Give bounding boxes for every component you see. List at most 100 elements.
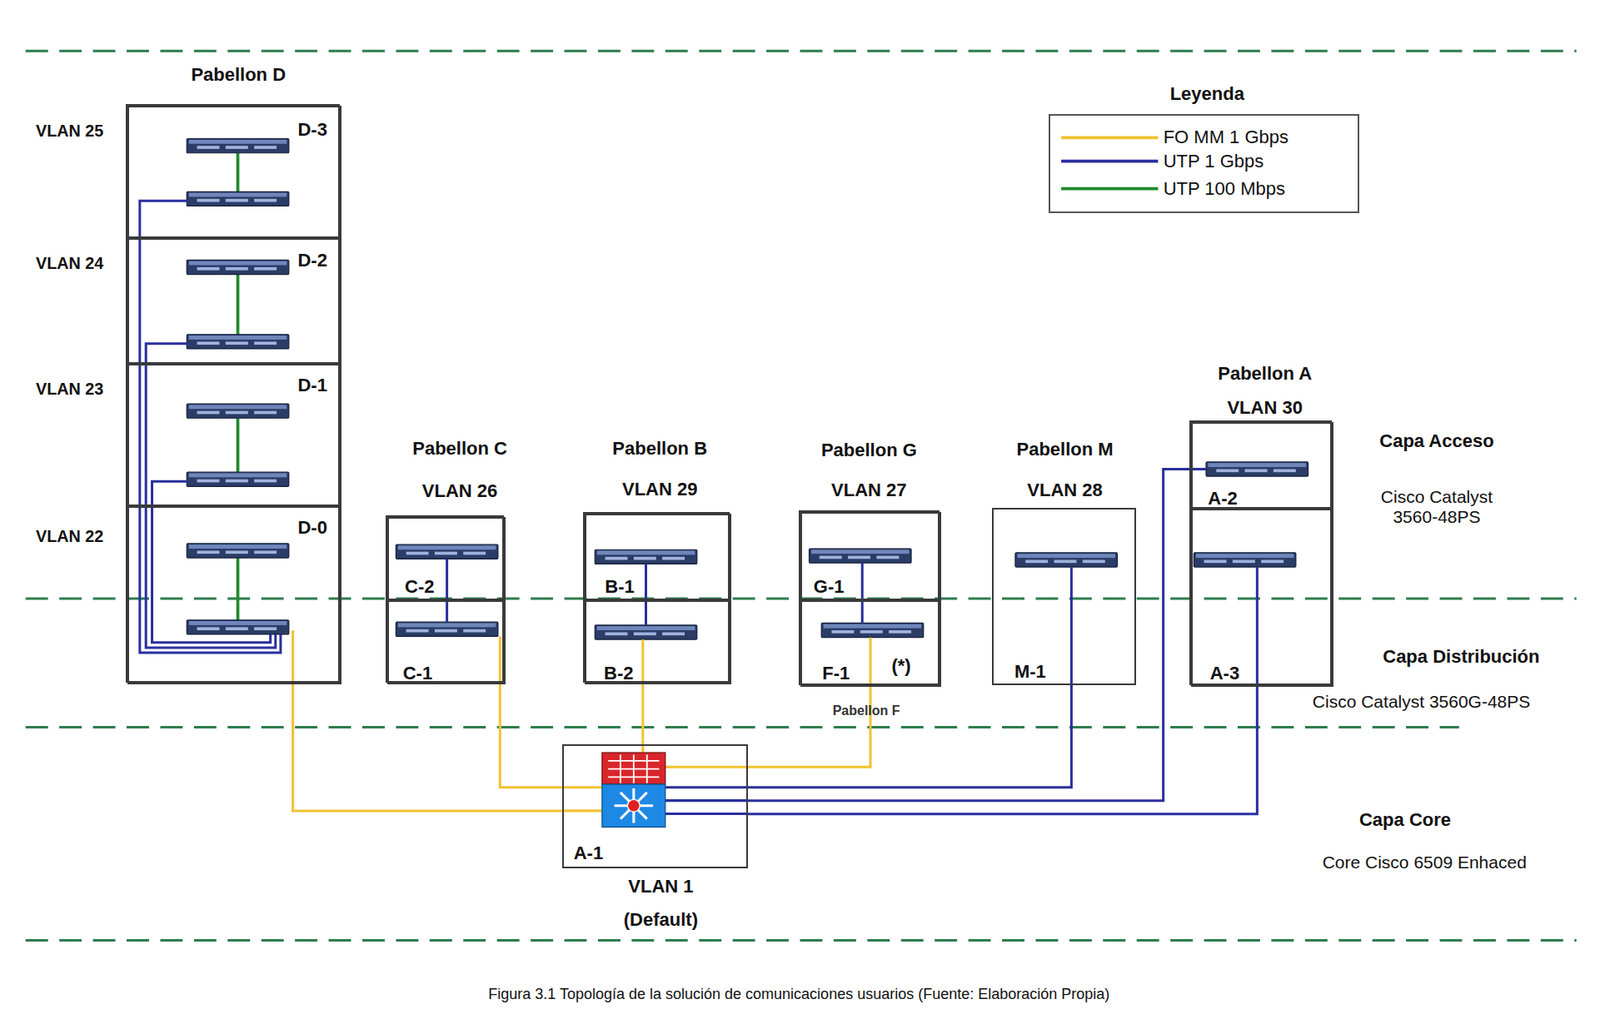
legend-sample-line (1061, 187, 1158, 191)
fiber-link (293, 630, 563, 812)
core-port-stub (662, 812, 748, 816)
legend-text: FO MM 1 Gbps (1163, 127, 1289, 149)
node-label: Pabellon B (612, 438, 708, 459)
switch-icon (1193, 553, 1296, 568)
layer-divider (25, 726, 1460, 729)
node-label: C-2 (404, 576, 434, 598)
core-switch-icon (602, 752, 666, 828)
switch-icon (821, 623, 923, 638)
switch-icon (186, 259, 289, 275)
floor-box: VLAN 23D-1 (127, 363, 342, 508)
node-label: D-2 (297, 249, 327, 271)
switch-icon (186, 139, 289, 154)
utp-100-link (236, 274, 240, 335)
building-box: B-1B-2Pabellon BVLAN 29 (583, 512, 730, 683)
switch-icon (1206, 462, 1308, 477)
node-label: VLAN 29 (622, 478, 698, 500)
core-port-stub (662, 799, 748, 803)
annotation-label: Leyenda (1170, 83, 1245, 105)
node-label: D-3 (297, 119, 327, 140)
switch-icon (186, 403, 289, 419)
building-box: A-2A-3Pabellon AVLAN 30 (1189, 420, 1331, 687)
legend-text: UTP 100 Mbps (1163, 178, 1286, 200)
annotation-label: Capa Distribución (1382, 646, 1540, 668)
layer-divider (25, 49, 1577, 53)
node-label: A-3 (1210, 662, 1240, 684)
switch-icon (395, 544, 498, 559)
core-switch-arrows (614, 788, 654, 824)
core-switch-top (602, 752, 666, 785)
building-box: G-1F-1(*)Pabellon GVLAN 27 (798, 510, 940, 687)
utp-link (747, 469, 1207, 802)
node-label: VLAN 28 (1026, 479, 1102, 501)
node-label: VLAN 1 (628, 877, 693, 898)
switch-box: A-2 (1191, 422, 1333, 509)
utp-100-link (236, 418, 240, 473)
floor-box: VLAN 25D-3 (127, 105, 342, 239)
utp-link (747, 567, 1257, 814)
switch-icon (594, 549, 697, 564)
switch-icon (594, 625, 697, 640)
switch-icon (395, 622, 498, 637)
utp-link (861, 563, 864, 624)
core-box: A-1VLAN 1(Default) (562, 744, 748, 868)
core-port-stub (662, 766, 748, 769)
switch-icon (186, 543, 289, 559)
node-label: G-1 (813, 576, 845, 598)
switch-box: B-2 (584, 600, 732, 684)
node-label: (Default) (623, 909, 698, 931)
switch-icon (1015, 553, 1117, 568)
node-label: VLAN 26 (422, 480, 498, 502)
layer-divider (25, 50, 1577, 941)
utp-link (445, 558, 449, 623)
core-switch-base (602, 784, 666, 828)
floor-box: VLAN 22D-0 (127, 506, 342, 684)
core-switch-dot (627, 799, 640, 813)
fiber-link (747, 638, 871, 768)
switch-icon (186, 334, 289, 349)
layer-divider (25, 939, 1577, 943)
building-box: C-2C-1Pabellon CVLAN 26 (385, 515, 504, 683)
node-label: VLAN 30 (1226, 397, 1302, 419)
annotation-label: Core Cisco 6509 Enhaced (1322, 852, 1527, 873)
switch-icon (186, 472, 289, 487)
core-switch-grid (608, 754, 659, 783)
annotation-label: Capa Core (1359, 809, 1451, 831)
node-label: VLAN 24 (35, 254, 104, 274)
node-label: A-1 (573, 842, 604, 864)
core-port-stub (562, 809, 604, 813)
legend-sample-lines (1061, 137, 1158, 189)
switch-box: A-3 (1191, 508, 1333, 688)
node-label: B-2 (603, 662, 634, 684)
floor-box: VLAN 24D-2 (127, 238, 342, 364)
switch-box: G-1 (800, 512, 942, 602)
legend-sample-line (1061, 136, 1158, 140)
access-switch-icons (186, 139, 1308, 640)
node-label: B-1 (604, 576, 634, 598)
switch-box: F-1(*) (800, 600, 942, 688)
node-label: D-0 (297, 517, 327, 539)
switch-box: B-1 (584, 513, 732, 601)
node-label: Pabellon A (1217, 363, 1312, 385)
fiber-link (641, 639, 644, 745)
annotation-label: Pabellon F (832, 703, 901, 719)
switch-icon (809, 548, 912, 564)
core-port-stub (562, 786, 604, 789)
annotation-label: Capa Acceso (1379, 431, 1494, 453)
node-label: VLAN 25 (35, 121, 104, 141)
core-port-stub (662, 786, 748, 789)
utp-link (145, 343, 276, 648)
node-label: VLAN 27 (831, 479, 907, 501)
node-label: Pabellon G (821, 439, 918, 461)
building-box: VLAN 25D-3VLAN 24D-2VLAN 23D-1VLAN 22D-0… (125, 104, 340, 683)
utp-link (139, 200, 281, 653)
node-label: M-1 (1014, 661, 1047, 683)
switch-icon (186, 191, 289, 206)
node-label: C-1 (403, 662, 433, 684)
node-label: D-1 (297, 375, 327, 397)
annotation-label: Cisco Catalyst 3560G-48PS (1312, 692, 1531, 713)
switch-box: C-2 (387, 517, 506, 601)
switch-icon (186, 620, 289, 635)
switch-box: C-1 (387, 600, 506, 684)
building-box: Pabellon MVLAN 28M-1 (991, 508, 1137, 686)
